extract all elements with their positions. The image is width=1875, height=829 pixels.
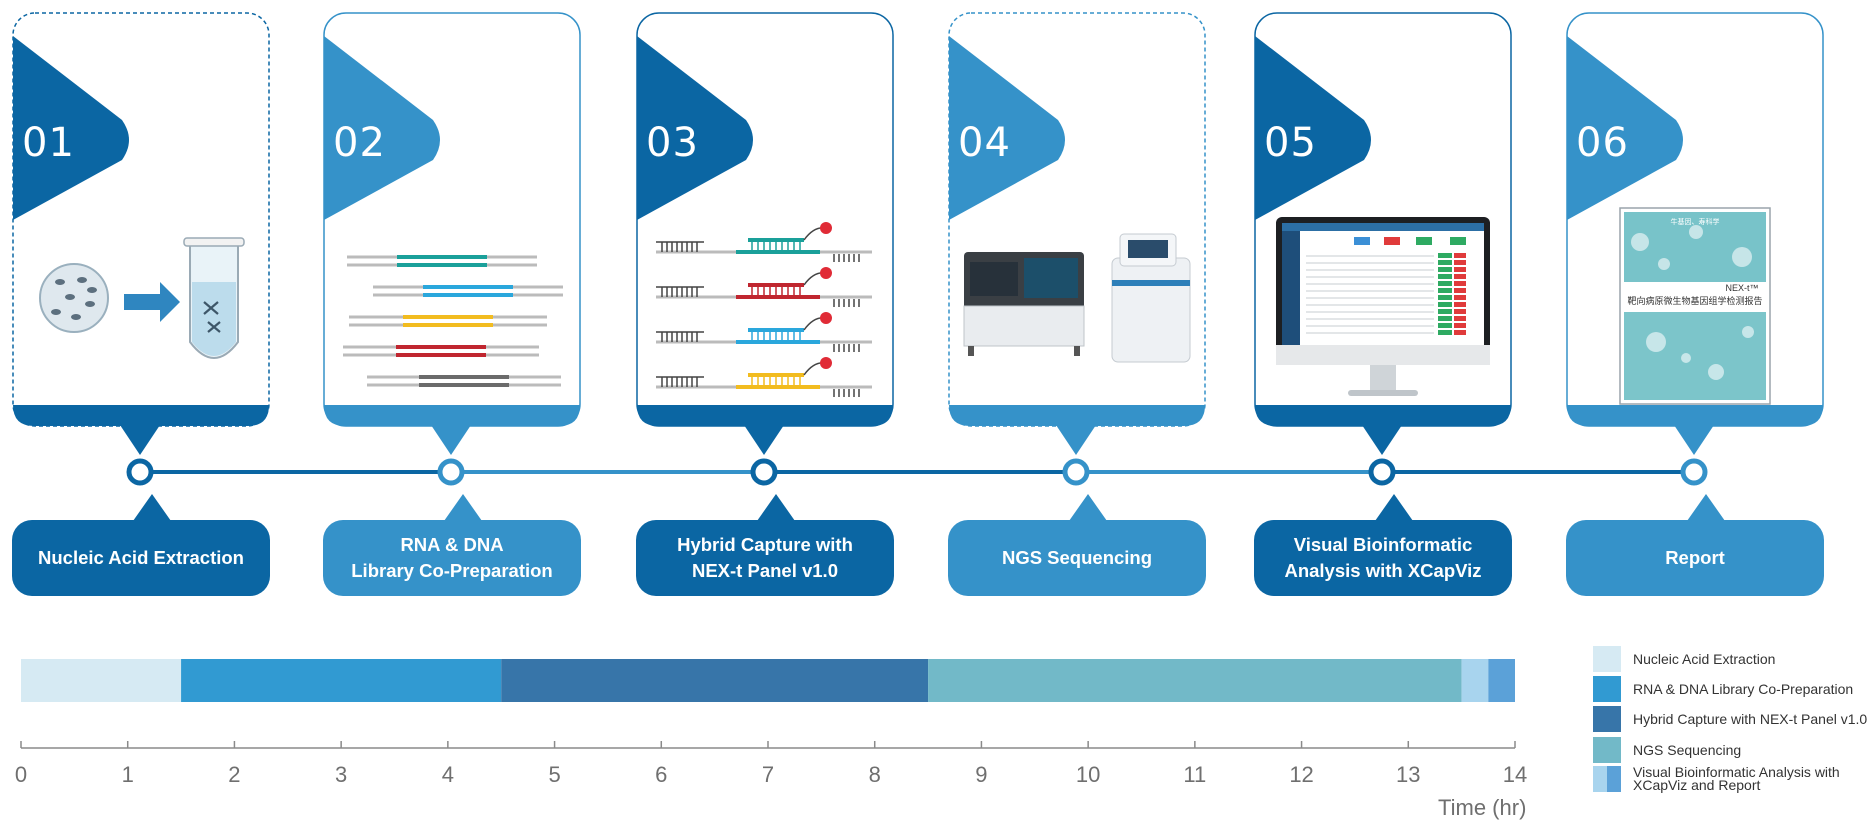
- timeline-dot: [1680, 458, 1708, 486]
- label-pointer: [444, 494, 482, 521]
- legend-label: NGS Sequencing: [1633, 741, 1742, 758]
- x-tick-label: 8: [868, 762, 881, 787]
- legend-swatch: [1593, 646, 1621, 672]
- report-title: NEX-t™: [1725, 283, 1758, 293]
- legend-swatch: [1593, 766, 1621, 792]
- x-tick-label: 9: [975, 762, 988, 787]
- bar-segment-4: [928, 659, 1462, 702]
- step-number: 06: [1576, 120, 1629, 166]
- report-subtitle: 靶向病原微生物基因组学检测报告: [1627, 295, 1762, 306]
- legend-item: Nucleic Acid Extraction: [1593, 644, 1875, 674]
- hybrid-capture-illustration: [656, 222, 872, 397]
- step-card-06: 牛基因、寿科学 NEX-t™ 靶向病原微生物基因组学检测报告 06: [1566, 12, 1824, 455]
- legend-label: Visual Bioinformatic Analysis with XCapV…: [1633, 764, 1840, 793]
- x-tick-label: 13: [1396, 762, 1421, 787]
- x-tick-label: 11: [1183, 762, 1207, 787]
- x-tick-label: 12: [1289, 762, 1314, 787]
- legend-item: Visual Bioinformatic Analysis with XCapV…: [1593, 764, 1875, 794]
- step-card-01: 01: [12, 12, 270, 455]
- legend-label: Hybrid Capture with NEX-t Panel v1.0: [1633, 710, 1868, 727]
- step-number: 03: [646, 120, 699, 166]
- legend-label: Nucleic Acid Extraction: [1633, 650, 1776, 667]
- bar-segment-5b: [1488, 659, 1515, 702]
- legend-item: RNA & DNA Library Co-Preparation: [1593, 674, 1875, 704]
- x-tick-label: 6: [655, 762, 668, 787]
- bar-segment-5a: [1461, 659, 1489, 702]
- label-pointer: [133, 494, 171, 521]
- step-number: 01: [22, 120, 75, 166]
- bar-segment-1: [21, 659, 182, 702]
- legend-label: RNA & DNA Library Co-Preparation: [1633, 680, 1854, 697]
- legend-swatch: [1593, 737, 1621, 763]
- x-tick-label: 10: [1075, 762, 1101, 787]
- legend-swatch: [1593, 706, 1621, 732]
- timeline-dot: [750, 458, 778, 486]
- step-label-01: Nucleic Acid Extraction: [12, 520, 270, 596]
- bar-segment-3: [501, 659, 929, 702]
- timeline-dot: [1062, 458, 1090, 486]
- step-number: 04: [958, 120, 1011, 166]
- step-label-04: NGS Sequencing: [948, 520, 1206, 596]
- step-card-04: 04: [948, 12, 1206, 455]
- bar-segment-2: [181, 659, 502, 702]
- timeline-dot: [437, 458, 465, 486]
- step-card-03: 03: [636, 12, 894, 455]
- arrow-icon: [124, 282, 180, 322]
- legend-item: NGS Sequencing: [1593, 735, 1875, 765]
- x-tick-label: 1: [121, 762, 134, 787]
- x-tick-label: 4: [441, 762, 454, 787]
- step-number: 02: [333, 120, 386, 166]
- timeline-dot: [126, 458, 154, 486]
- label-pointer: [1069, 494, 1107, 521]
- x-tick-label: 3: [335, 762, 348, 787]
- legend-item: Hybrid Capture with NEX-t Panel v1.0: [1593, 704, 1875, 734]
- label-pointer: [1375, 494, 1413, 521]
- library-fragments-illustration: [343, 255, 563, 387]
- step-label-06: Report: [1566, 520, 1824, 596]
- x-tick-label: 5: [548, 762, 561, 787]
- x-tick-label: 7: [761, 762, 775, 787]
- timeline-dot: [1368, 458, 1396, 486]
- x-axis-label: Time (hr): [1438, 795, 1527, 820]
- x-tick-label: 14: [1502, 762, 1528, 787]
- x-tick-label: 0: [14, 762, 28, 787]
- legend-swatch: [1593, 676, 1621, 702]
- label-pointer: [757, 494, 795, 521]
- report-top-line: 牛基因、寿科学: [1671, 217, 1720, 226]
- x-tick-label: 2: [228, 762, 241, 787]
- step-card-05: 05: [1254, 12, 1512, 455]
- label-pointer: [1687, 494, 1725, 521]
- step-number: 05: [1264, 120, 1317, 166]
- step-card-02: 02: [323, 12, 581, 455]
